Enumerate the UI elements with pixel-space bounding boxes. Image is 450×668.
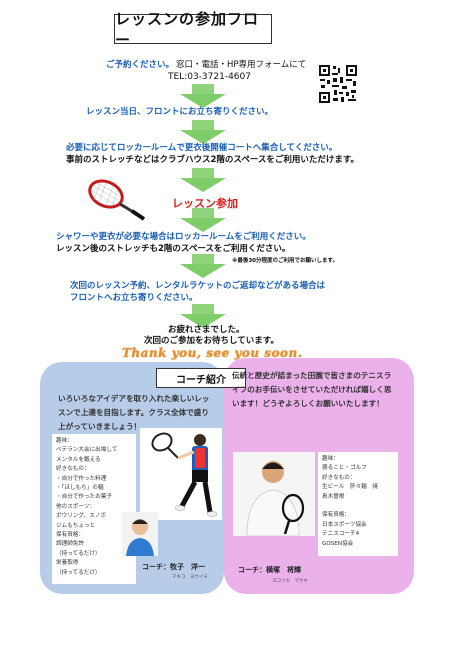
page-title: レッスンの参加フロー [114, 10, 272, 49]
step-lesson: レッスン参加 [172, 197, 238, 210]
coach-left-kana: マキコ ヨウイチ [172, 575, 208, 580]
closing-1: お疲れさまでした。 [168, 325, 245, 335]
reserve-label: ご予約ください。 [106, 60, 175, 70]
reserve-methods: 窓口・電話・HP専用フォームにて [176, 60, 307, 70]
coach-left-intro-3: 上がっていきましょう！ [58, 422, 142, 431]
step-stretch-after: レッスン後のストレッチも2階のスペースをご利用ください。 [56, 244, 291, 254]
coach-right-kana: ヨコツカ マサキ [272, 579, 308, 584]
qr-code-icon[interactable] [318, 64, 358, 104]
coach-right-photo [233, 452, 315, 536]
flow-arrow [180, 304, 226, 328]
step-next-2: フロントへお立ち寄りください。 [70, 293, 198, 303]
step-shower: シャワーや更衣が必要な場合はロッカールームをご利用ください。 [56, 232, 311, 242]
coach-left-intro-1: いろいろなアイデアを取り入れた楽しいレッ [58, 394, 210, 403]
step-locker: 必要に応じてロッカールームで更衣後開催コートへ集合してください。 [66, 143, 338, 153]
coach-right-intro-3: います！どうぞよろしくお願いいたします！ [232, 399, 384, 408]
coach-section-title: コーチ紹介 [156, 368, 246, 388]
closing-2: 次回のご参加をお待ちしています。 [144, 336, 279, 346]
thanks-text: Thank you, see you soon. [122, 346, 303, 360]
step-stretch-before: 事前のストレッチなどはクラブハウス2階のスペースをご利用いただけます。 [66, 155, 360, 165]
coach-right-name: コーチ：横塚 将輝 [238, 566, 301, 574]
coach-left-name: コーチ：牧子 洋一 [142, 563, 205, 571]
coach-right-info: 趣味： 寝ること・ゴルフ 好きなもの： 生ビール 肝々麺 焼 鳥木曽根 保有資格… [318, 452, 398, 556]
phone-number[interactable]: TEL:03-3721-4607 [168, 72, 251, 82]
flow-arrow [180, 120, 226, 144]
note-text: ※最後30分程度のご利用でお願いします。 [232, 258, 338, 264]
step-arrive: レッスン当日、フロントにお立ち寄りください。 [86, 107, 274, 117]
flow-arrow [180, 208, 226, 232]
coach-right-intro-1: 伝統と歴史が詰まった田園で皆さまのテニスラ [232, 371, 392, 380]
coach-left-info: 趣味： ベテラン大会に出場して メンタルを鍛える 好きなもの： ・自分で作った料… [52, 434, 136, 584]
flow-arrow [180, 254, 226, 278]
coach-left-intro-2: スンで上達を目指します。クラス全体で盛り [58, 408, 209, 417]
tennis-racket-icon [88, 179, 146, 221]
step-next-1: 次回のレッスン予約、レンタルラケットのご返却などがある場合は [70, 281, 326, 291]
coach-right-intro-2: イフのお手伝いをさせていただければ嬉しく思 [232, 385, 392, 394]
coach-left-action-photo [140, 428, 222, 520]
flow-arrow [180, 84, 226, 108]
flow-arrow [180, 168, 226, 192]
coach-left-portrait [122, 512, 158, 556]
